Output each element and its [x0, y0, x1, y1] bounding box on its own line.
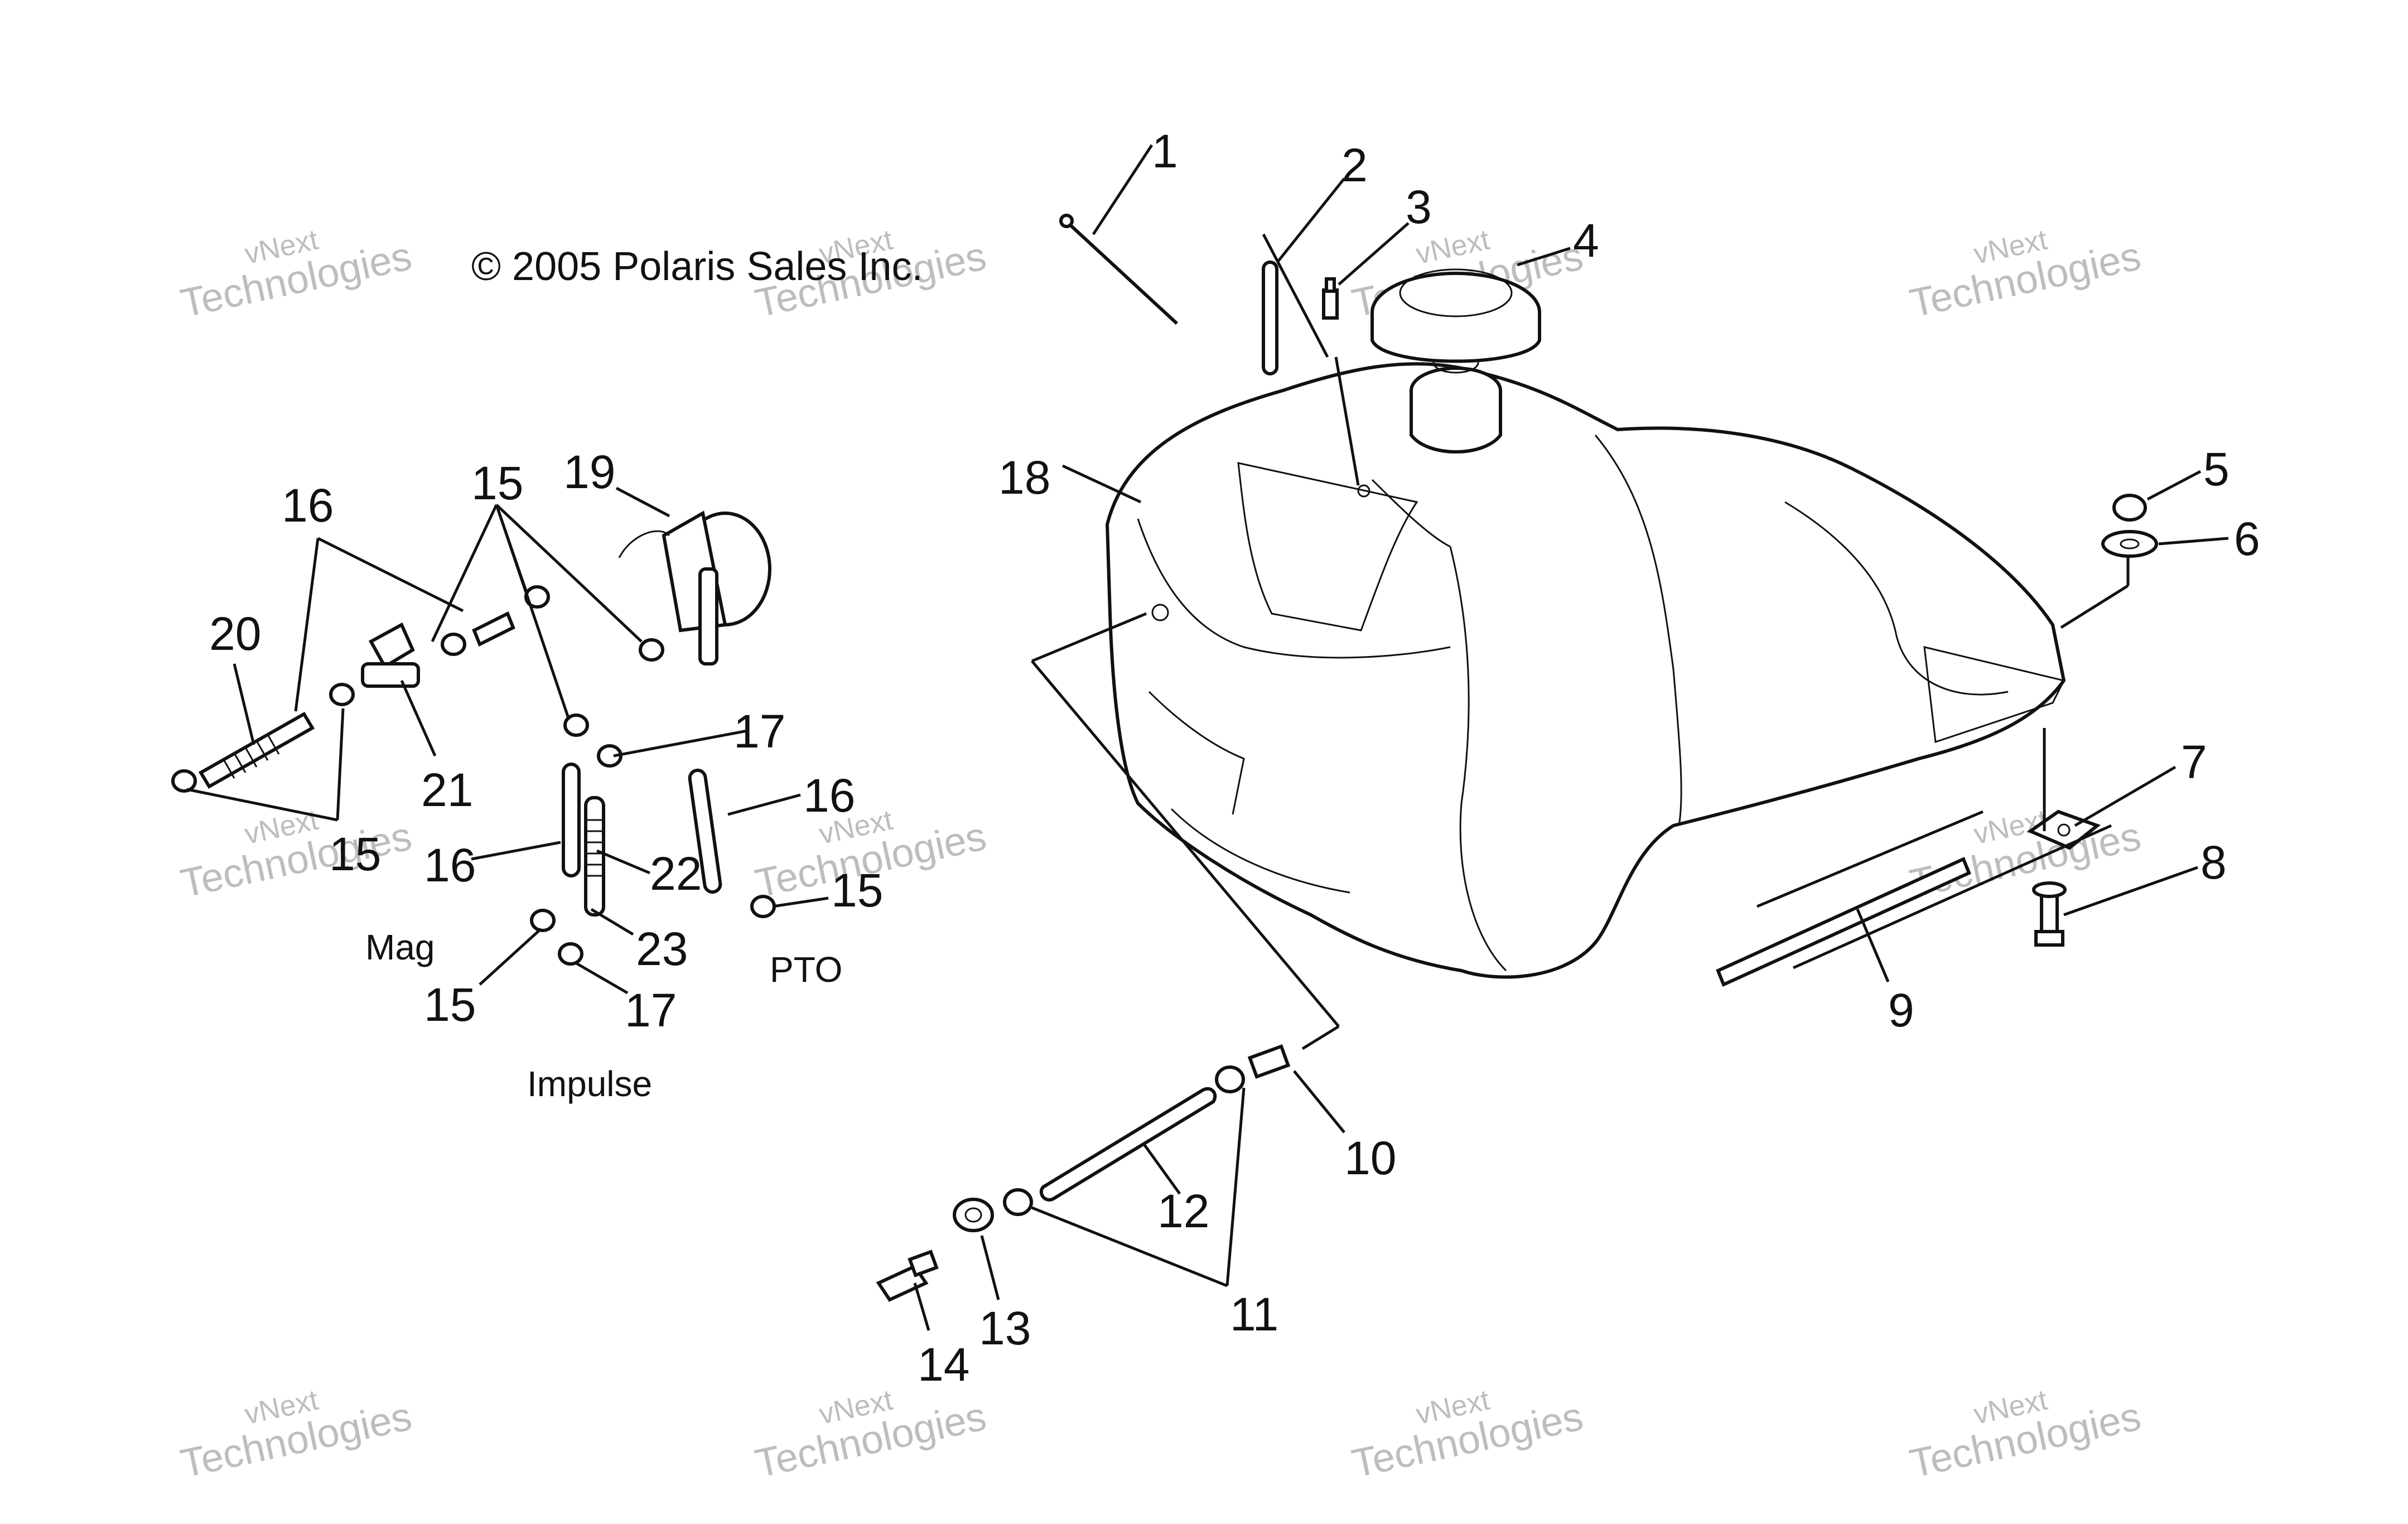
fuel-tank [1105, 351, 2066, 979]
callout-22: 22 [650, 847, 702, 900]
part-fuel-pump [618, 510, 771, 665]
copyright-text: © 2005 Polaris Sales Inc. [471, 244, 923, 289]
part-grommet [953, 1198, 994, 1232]
part-hose-clamp [750, 895, 776, 918]
callout-21: 21 [421, 764, 473, 816]
callout-2: 2 [1341, 139, 1368, 191]
leader-lines [186, 144, 2229, 1331]
callout-11: 11 [1230, 1288, 1278, 1340]
watermark: vNext Technologies [1906, 1384, 2145, 1487]
callout-12: 12 [1157, 1185, 1209, 1237]
callout-14: 14 [918, 1338, 969, 1391]
callout-7: 7 [2181, 736, 2207, 788]
part-hose-clamp [563, 713, 589, 737]
callout-13: 13 [979, 1302, 1031, 1354]
part-hose [688, 768, 722, 894]
part-shutoff-valve [361, 622, 420, 688]
part-hose-clamp [441, 633, 466, 656]
caption-pto: PTO [770, 949, 842, 990]
part-hose [562, 763, 581, 877]
callout-15: 15 [471, 457, 523, 509]
part-hose-clamp [524, 585, 550, 609]
part-washer [2101, 530, 2158, 558]
callout-4: 4 [1573, 214, 1599, 267]
callout-5: 5 [2203, 443, 2230, 495]
callout-18: 18 [998, 451, 1050, 504]
callout-17: 17 [625, 984, 677, 1036]
callout-9: 9 [1888, 984, 1914, 1036]
part-strip [1716, 856, 1971, 987]
callout-16: 16 [282, 479, 334, 532]
callout-17: 17 [734, 705, 785, 758]
callout-labels: 1 2 3 4 5 6 7 8 9 10 11 12 13 14 15 16 1… [209, 125, 2260, 1391]
callout-3: 3 [1406, 181, 1432, 233]
part-bolt [2032, 881, 2067, 947]
part-fuel-line [1039, 1087, 1217, 1202]
callout-8: 8 [2201, 836, 2227, 889]
callout-6: 6 [2234, 513, 2260, 565]
callout-20: 20 [209, 607, 261, 660]
part-clamp [1215, 1065, 1245, 1093]
callout-19: 19 [563, 446, 615, 498]
callout-10: 10 [1344, 1132, 1396, 1184]
callout-1: 1 [1152, 125, 1178, 177]
watermark: vNext Technologies [177, 224, 416, 326]
part-hose-clamp [171, 769, 197, 793]
callout-23: 23 [636, 923, 688, 975]
part-hose-clamp [639, 638, 664, 662]
watermark: vNext Technologies [177, 1384, 416, 1487]
caption-mag: Mag [365, 927, 435, 967]
callout-15: 15 [831, 864, 883, 917]
part-hose-clamp [329, 683, 355, 706]
callout-15: 15 [329, 828, 381, 880]
part-spring-line [198, 711, 315, 789]
part-hose-clamp [530, 909, 556, 932]
callout-16: 16 [803, 769, 855, 822]
watermark: vNext Technologies [1906, 224, 2145, 326]
part-vent-fitting [1322, 277, 1339, 320]
part-valve [876, 1250, 939, 1302]
part-hose-clamp [558, 942, 583, 966]
part-vent-tube [1262, 261, 1278, 375]
watermark: vNext Technologies [1348, 1384, 1587, 1487]
caption-impulse: Impulse [527, 1064, 652, 1104]
part-ribbed-hose [584, 796, 605, 917]
part-rod [1059, 214, 1179, 325]
callout-15: 15 [424, 978, 476, 1031]
part-hose [472, 611, 515, 647]
part-nut [2112, 494, 2147, 522]
part-tank-fitting [1247, 1044, 1291, 1079]
callout-16: 16 [424, 839, 476, 891]
part-clamp [1003, 1188, 1033, 1216]
part-fuel-cap [1371, 268, 1541, 363]
